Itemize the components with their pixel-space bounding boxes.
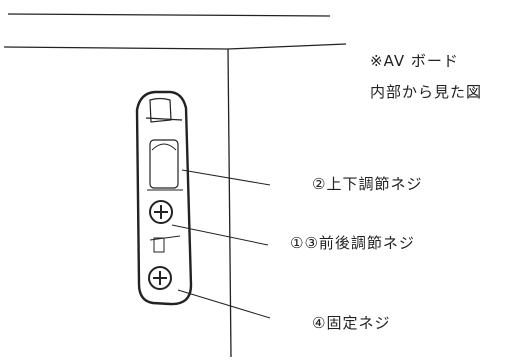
- label-fixing-screw: ④固定ネジ: [312, 314, 391, 332]
- top-edge-line: [7, 13, 331, 17]
- caption-title: ※AV ボード: [370, 52, 459, 70]
- hinge-plate: [135, 90, 193, 306]
- label-front-back-adjust-screw: ①③前後調節ネジ: [290, 234, 415, 252]
- shelf-back-edge-line: [227, 43, 347, 50]
- screw-fixing: [148, 266, 172, 290]
- cabinet-outline: [3, 13, 347, 358]
- side-panel-edge-line: [227, 48, 232, 358]
- label-vertical-adjust-screw: ②上下調節ネジ: [312, 175, 423, 193]
- leader-fixing-screw: [177, 289, 271, 319]
- screw-front-back: [149, 200, 173, 224]
- caption-subtitle: 内部から見た図: [370, 83, 483, 101]
- leader-vertical-adjust: [181, 169, 271, 186]
- leader-front-back-adjust: [171, 224, 269, 246]
- shelf-edge-line: [3, 46, 229, 50]
